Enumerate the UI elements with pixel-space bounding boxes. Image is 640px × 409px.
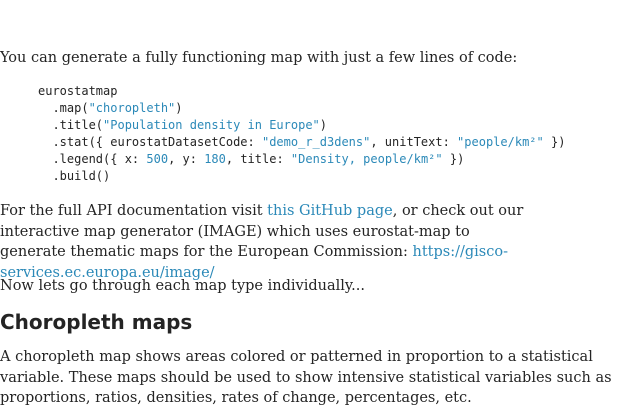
code-line-3: .title("Population density in Europe"): [38, 118, 328, 132]
section-heading: Choropleth maps: [0, 310, 193, 334]
image-generator-link[interactable]: https://gisco-services.ec.europa.eu/imag…: [0, 244, 508, 281]
intro-paragraph: You can generate a fully functioning map…: [0, 50, 518, 66]
article-page: You can generate a fully functioning map…: [0, 50, 612, 406]
github-page-link[interactable]: this GitHub page: [267, 203, 393, 219]
code-line-5: .legend({ x: 500, y: 180, title: "Densit…: [38, 152, 465, 166]
map-types-paragraph: Now lets go through each map type indivi…: [0, 278, 365, 294]
code-line-4: .stat({ eurostatDatasetCode: "demo_r_d3d…: [38, 135, 566, 149]
code-line-6: .build(): [38, 169, 111, 183]
choropleth-description: A choropleth map shows areas colored or …: [0, 349, 612, 406]
code-block: eurostatmap .map("choropleth") .title("P…: [38, 83, 565, 185]
code-line-1: eurostatmap: [38, 84, 118, 98]
code-line-2: .map("choropleth"): [38, 101, 183, 115]
api-paragraph: For the full API documentation visit thi…: [0, 203, 524, 281]
